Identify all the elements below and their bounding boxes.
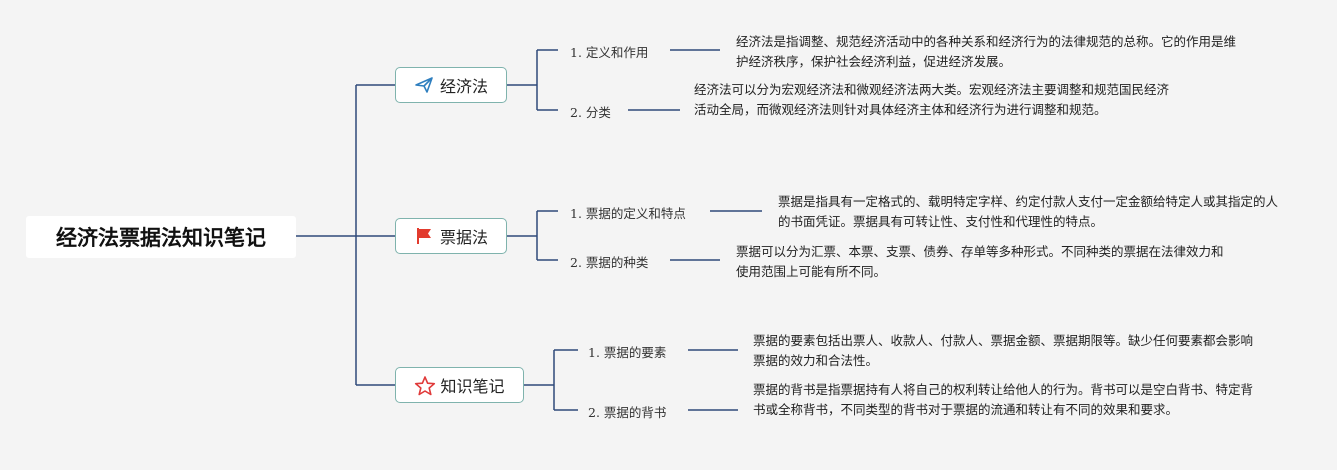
branch-knowledge-notes[interactable]: 知识笔记 [395,367,524,403]
branch-label: 知识笔记 [440,377,505,396]
branch-bill-law[interactable]: 票据法 [395,218,507,254]
branch-economic-law[interactable]: 经济法 [395,67,507,103]
root-topic[interactable]: 经济法票据法知识笔记 [26,216,296,258]
flag-icon [414,226,434,246]
paper-plane-icon [414,75,434,95]
note-endorsement: 票据的背书是指票据持有人将自己的权利转让给他人的行为。背书可以是空白背书、特定背… [753,382,1254,417]
note-bill-elements: 票据的要素包括出票人、收款人、付款人、票据金额、票据期限等。缺少任何要素都会影响… [753,333,1254,368]
root-title: 经济法票据法知识笔记 [56,226,266,250]
subtopic-bill-types[interactable]: 2. 票据的种类 [570,255,649,270]
note-classification: 经济法可以分为宏观经济法和微观经济法两大类。宏观经济法主要调整和规范国民经济活动… [694,82,1170,117]
subtopic-bill-definition[interactable]: 1. 票据的定义和特点 [570,206,686,221]
branch-label: 经济法 [439,77,488,96]
subtopic-endorsement[interactable]: 2. 票据的背书 [588,405,667,420]
note-definition: 经济法是指调整、规范经济活动中的各种关系和经济行为的法律规范的总称。它的作用是维… [736,34,1237,69]
subtopic-definition[interactable]: 1. 定义和作用 [570,45,649,60]
note-bill-types: 票据可以分为汇票、本票、支票、债券、存单等多种形式。不同种类的票据在法律效力和使… [736,244,1224,279]
subtopic-bill-elements[interactable]: 1. 票据的要素 [588,345,667,360]
note-bill-definition: 票据是指具有一定格式的、载明特定字样、约定付款人支付一定金额给特定人或其指定的人… [778,194,1279,229]
star-icon [414,375,436,396]
branch-label: 票据法 [439,228,488,247]
subtopic-classification[interactable]: 2. 分类 [570,105,611,120]
